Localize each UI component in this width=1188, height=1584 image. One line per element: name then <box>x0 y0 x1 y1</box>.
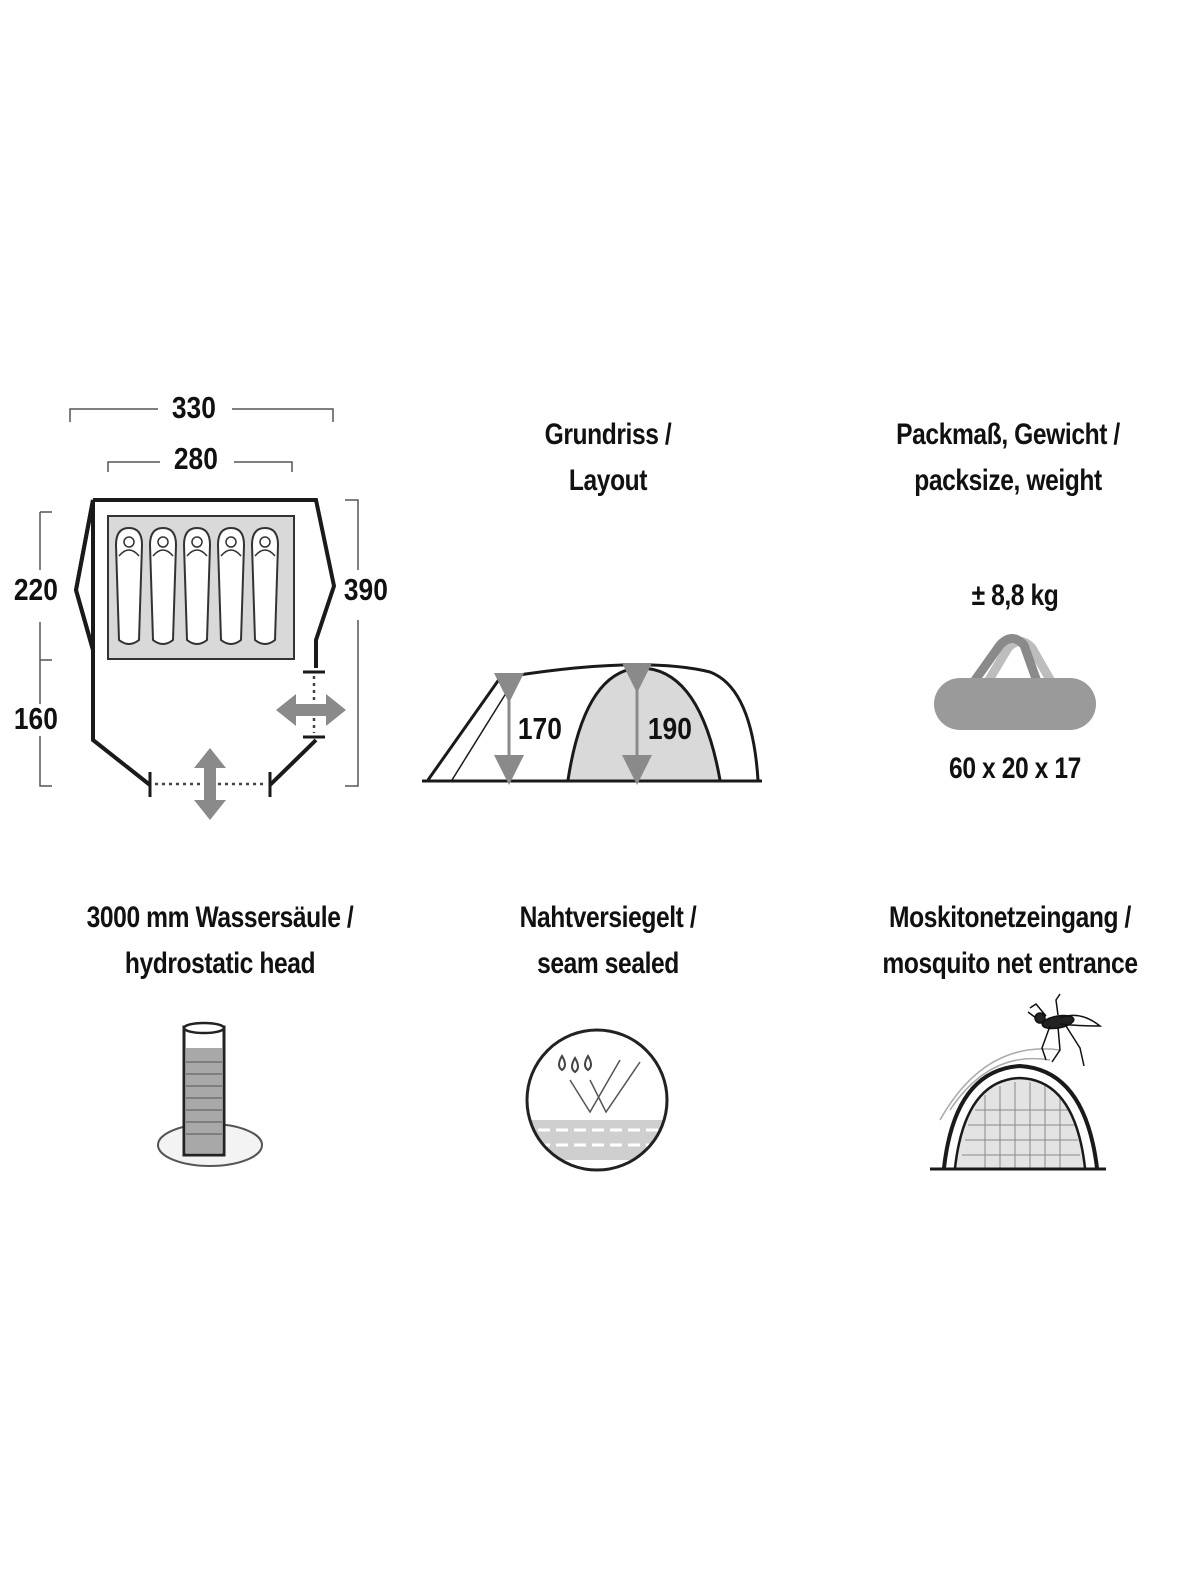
mosquito-title-line1: Moskitonetzeingang / <box>889 901 1131 934</box>
dim-height-main: 190 <box>647 711 692 746</box>
seam-title-line1: Nahtversiegelt / <box>519 901 697 934</box>
dim-depth-vestibule: 160 <box>13 701 58 736</box>
pack-weight: ± 8,8 kg <box>971 579 1059 612</box>
sleeping-bag-icon <box>216 526 246 645</box>
entrance-markers <box>148 670 325 797</box>
sleeping-bag-icon <box>148 526 178 645</box>
side-view-diagram <box>422 663 762 785</box>
tent-side-outline <box>426 663 760 781</box>
seam-sealed-icon <box>525 1028 669 1172</box>
pack-bag-icon <box>934 634 1096 730</box>
dim-depth-total: 390 <box>343 572 388 607</box>
layout-title-line2: Layout <box>568 464 648 497</box>
water-column-icon <box>157 1021 263 1167</box>
seam-title-line2: seam sealed <box>537 947 679 980</box>
dim-width-outer: 330 <box>171 390 216 425</box>
floorplan-diagram <box>39 408 359 820</box>
dim-width-inner: 280 <box>173 441 218 476</box>
door-arrow-icon <box>194 694 346 820</box>
mosquito-icon <box>1027 993 1103 1067</box>
sleeping-bag-icon <box>182 526 212 645</box>
mosquito-net-icon <box>930 993 1106 1171</box>
sleeping-bag-icon <box>250 526 280 645</box>
pack-size: 60 x 20 x 17 <box>949 752 1081 785</box>
floorplan-dimension-lines <box>39 408 359 787</box>
pack-title-line2: packsize, weight <box>914 464 1102 497</box>
sleeping-bag-icon <box>114 526 144 645</box>
pack-title-line1: Packmaß, Gewicht / <box>896 418 1120 451</box>
dim-depth-inner: 220 <box>13 572 58 607</box>
hydrostatic-title-line2: hydrostatic head <box>124 947 316 980</box>
hydrostatic-title-line1: 3000 mm Wassersäule / <box>86 901 354 934</box>
dim-height-front: 170 <box>517 711 562 746</box>
mosquito-title-line2: mosquito net entrance <box>882 947 1138 980</box>
layout-title-line1: Grundriss / <box>544 418 672 451</box>
sleeping-bags <box>114 526 280 645</box>
